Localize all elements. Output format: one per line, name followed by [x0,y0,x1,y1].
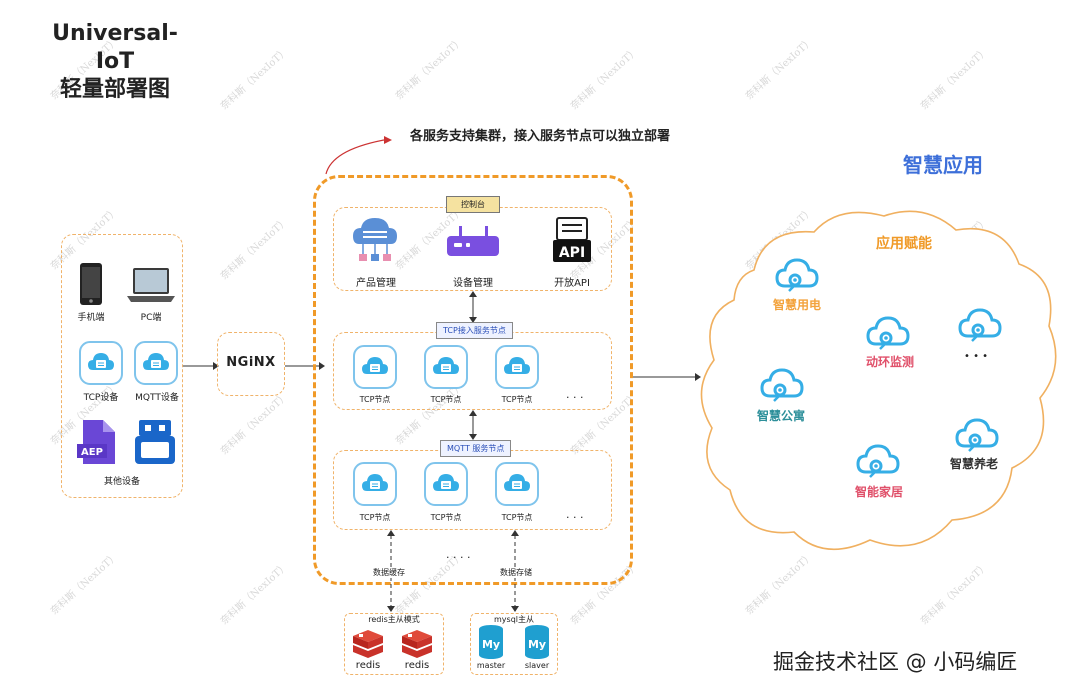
watermark-text: 奈科斯（NexIoT） [218,560,291,628]
tcp-node-2-label: TCP节点 [430,395,462,404]
redis-label-1: redis [355,660,381,671]
other-devices-label: 其他设备 [103,477,140,487]
apps-more: • • • [964,351,989,362]
smart-title: 智慧应用 [903,153,983,177]
phone-icon [80,263,102,305]
cluster-to-smart-arrow [633,373,701,381]
device-management-label: 设备管理 [453,278,493,289]
watermark-text: 奈科斯（NexIoT） [218,390,291,458]
watermark-text: 奈科斯（NexIoT） [393,35,466,103]
footer-credit: 掘金技术社区 @ 小码编匠 [773,650,1018,674]
open-api-label: 开放API [554,278,590,289]
console-tcp-link [469,291,477,323]
mqtt-node-2 [424,462,468,506]
product-management-label: 产品管理 [356,278,396,289]
mysql-title: mysql主从 [494,615,534,624]
mysql-badge-2: My [528,638,546,651]
mysql-slaver-icon: My [525,625,549,659]
cache-label: 数据缓存 [371,567,407,578]
mqtt-node-1 [353,462,397,506]
cluster-more: . . . . [446,548,471,561]
mqtt-node-3-label: TCP节点 [501,513,533,522]
watermark-text: 奈科斯（NexIoT） [568,45,641,113]
mqtt-node-1-label: TCP节点 [359,513,391,522]
nginx-box [217,332,285,396]
tcp-mqtt-link [469,410,477,440]
redis-title: redis主从模式 [368,615,420,624]
app-cloud-icon [958,308,1002,348]
diagram-title: Universal-IoT 轻量部署图 [40,20,190,104]
mqtt-device-label: MQTT设备 [135,393,179,403]
smart-subtitle: 应用赋能 [876,236,932,252]
devices-panel [61,234,183,498]
app-cloud-icon [775,258,819,298]
app-label-smart-apartment: 智慧公寓 [757,409,806,423]
watermark-text: 奈科斯（NexIoT） [218,45,291,113]
mysql-badge-1: My [482,638,500,651]
usb-device-icon [135,420,175,464]
devices-to-nginx-arrow [183,362,219,370]
watermark-text: 奈科斯（NexIoT） [918,560,991,628]
redis-label-2: redis [404,660,430,671]
redis-icon-1 [353,630,383,658]
store-label: 数据存储 [498,567,534,578]
title-line-1: Universal-IoT [52,21,178,74]
mysql-master-label: master [476,661,506,670]
tcp-more: . . . [566,388,584,401]
redis-panel [344,613,444,675]
mysql-master-icon: My [479,625,503,659]
aep-text: AEP [81,447,103,458]
app-label-smart-power: 智慧用电 [773,298,822,312]
app-label-env-monitor: 动环监测 [866,355,915,369]
mysql-panel [470,613,558,675]
app-label-elderly-care: 智慧养老 [950,457,999,471]
console-tag: 控制台 [446,196,500,213]
app-cloud-icon [856,444,900,484]
device-management-icon [447,226,499,256]
note-arrow [325,136,392,175]
laptop-icon [127,268,175,302]
open-api-icon: API [553,217,591,262]
mqtt-more: . . . [566,508,584,521]
watermark-text: 奈科斯（NexIoT） [218,215,291,283]
cluster-note: 各服务支持集群，接入服务节点可以独立部署 [410,129,671,144]
tcp-node-3-label: TCP节点 [501,395,533,404]
app-cloud-icon [866,316,910,356]
watermark-text: 奈科斯（NexIoT） [743,35,816,103]
tcp-node-3 [495,345,539,389]
mqtt-cluster-tag: MQTT 服务节点 [440,440,512,457]
title-line-2: 轻量部署图 [59,77,170,102]
tcp-device-icon [79,341,123,385]
app-label-smart-home: 智能家居 [855,485,904,499]
app-cloud-icon [955,418,999,458]
mqtt-node-2-label: TCP节点 [430,513,462,522]
tcp-node-1-label: TCP节点 [359,395,391,404]
tcp-node-2 [424,345,468,389]
redis-icon-2 [402,630,432,658]
mqtt-device-icon [134,341,178,385]
pc-label: PC端 [140,313,162,323]
app-cloud-icon [760,368,804,408]
tcp-cluster-tag: TCP接入服务节点 [436,322,513,339]
tcp-node-1 [353,345,397,389]
smart-cloud [700,210,1057,551]
watermark-text: 奈科斯（NexIoT） [48,550,121,618]
aep-file-icon: AEP [77,420,115,464]
phone-label: 手机端 [77,313,105,323]
api-badge-text: API [559,245,585,261]
nginx-logo: NGiNX [226,355,276,370]
mqtt-node-3 [495,462,539,506]
watermark-text: 奈科斯（NexIoT） [918,45,991,113]
tcp-device-label: TCP设备 [83,393,119,403]
mysql-slaver-label: slaver [524,661,550,670]
product-management-icon [353,218,397,261]
service-cluster [313,175,633,585]
